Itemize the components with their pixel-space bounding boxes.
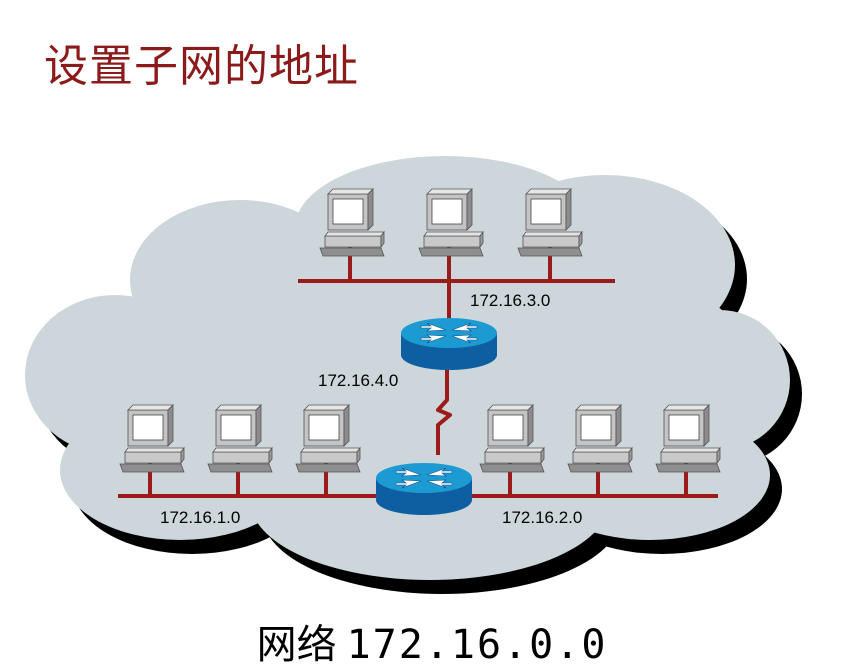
subnet-label-left: 172.16.1.0	[160, 508, 240, 527]
subnet-label-router-link: 172.16.4.0	[318, 371, 398, 390]
slide-title: 设置子网的地址	[44, 41, 359, 92]
caption-word: 网络	[256, 622, 337, 668]
router-icon	[375, 462, 473, 516]
caption-network-address: 172.16.0.0	[346, 622, 608, 668]
network-cloud	[25, 156, 790, 580]
network-links	[118, 247, 718, 498]
serial-link	[436, 365, 452, 455]
network-caption: 网络 172.16.0.0	[0, 612, 864, 670]
router-icon	[400, 317, 498, 371]
subnet-label-right: 172.16.2.0	[502, 508, 582, 527]
subnet-label-top: 172.16.3.0	[470, 291, 550, 310]
